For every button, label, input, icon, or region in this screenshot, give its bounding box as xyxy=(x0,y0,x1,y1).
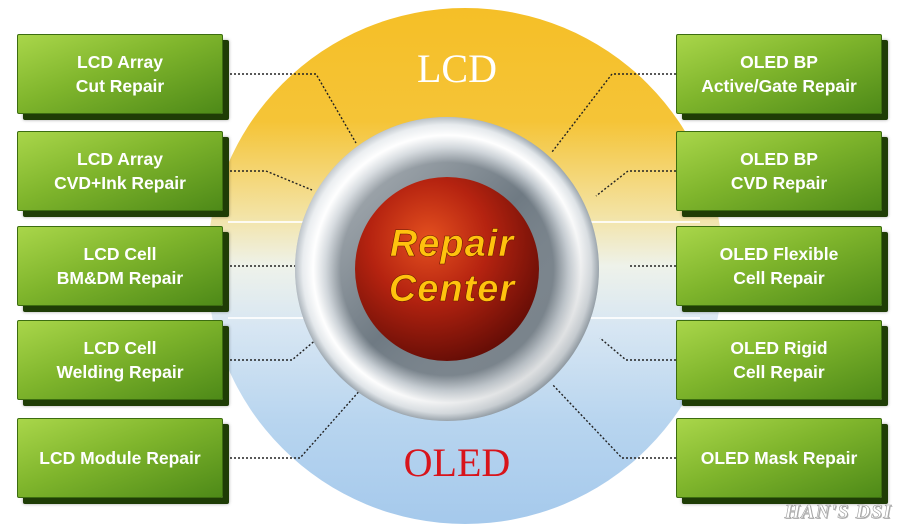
connector-lines xyxy=(226,73,680,459)
box-label-line: Cell Repair xyxy=(733,362,825,382)
box-label-line: BM&DM Repair xyxy=(56,268,184,288)
box-label-line: OLED BP xyxy=(740,149,818,169)
box-label-line: OLED Mask Repair xyxy=(700,448,858,468)
oled-repair-box: OLED Mask Repair xyxy=(676,418,882,498)
box-label-line: Active/Gate Repair xyxy=(701,76,857,96)
box-label: LCD Module Repair xyxy=(31,446,208,470)
box-label-line: LCD Cell xyxy=(83,338,157,358)
center-title-line1: Repair xyxy=(390,223,515,265)
box-label-line: LCD Array xyxy=(77,149,163,169)
box-label-line: LCD Cell xyxy=(83,244,157,264)
box-label-line: OLED BP xyxy=(740,52,818,72)
lcd-repair-box: LCD Module Repair xyxy=(17,418,223,498)
connector-line xyxy=(226,73,357,144)
box-label-line: LCD Array xyxy=(77,52,163,72)
oled-repair-box: OLED BP CVD Repair xyxy=(676,131,882,211)
repair-center-core xyxy=(355,177,539,361)
box-label-line: CVD+Ink Repair xyxy=(54,173,186,193)
watermark-logo: HAN'S DSI xyxy=(784,501,892,524)
box-label-line: Cell Repair xyxy=(733,268,825,288)
connector-line xyxy=(226,387,363,459)
box-label: OLED BP Active/Gate Repair xyxy=(693,50,865,98)
connector-line xyxy=(599,337,680,361)
box-label: OLED BP CVD Repair xyxy=(723,147,835,195)
box-label-line: LCD Module Repair xyxy=(39,448,201,468)
oled-repair-box: OLED BP Active/Gate Repair xyxy=(676,34,882,114)
box-label: OLED Mask Repair xyxy=(693,446,866,470)
box-label-line: CVD Repair xyxy=(730,173,828,193)
center-title-line2: Center xyxy=(389,268,517,310)
lcd-label: LCD xyxy=(417,46,497,91)
connector-line xyxy=(226,170,313,191)
box-label-line: OLED Flexible xyxy=(719,244,839,264)
connector-line xyxy=(226,337,319,361)
connector-line xyxy=(595,170,680,197)
box-label-line: Cut Repair xyxy=(75,76,165,96)
connector-line xyxy=(551,383,680,459)
connector-line xyxy=(551,73,680,153)
oled-label: OLED xyxy=(404,440,511,485)
box-label-line: OLED Rigid xyxy=(730,338,828,358)
box-label-line: Welding Repair xyxy=(56,362,184,382)
